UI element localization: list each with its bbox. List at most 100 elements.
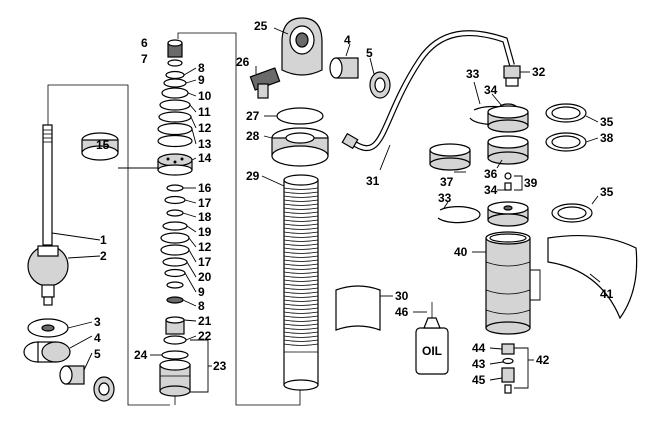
body-thread-line [283, 311, 319, 314]
leaders-center [255, 27, 375, 187]
body-thread-line [283, 323, 319, 326]
oil-bottle-46: OIL [413, 302, 449, 375]
body-thread-line [283, 231, 319, 234]
body-thread-line [283, 295, 319, 298]
callout-16: 16 [198, 181, 212, 195]
callout-9a: 9 [198, 73, 205, 87]
body-thread-line [283, 263, 319, 266]
body-thread-line [283, 211, 319, 214]
callout-17a: 17 [198, 196, 212, 210]
callout-8b: 8 [198, 299, 205, 313]
oil-bottle-label: OIL [422, 344, 442, 358]
body-thread-line [283, 207, 319, 210]
body-thread-line [283, 291, 319, 294]
body-thread-line [283, 199, 319, 202]
leaders-stack [150, 67, 212, 393]
body-thread-line [283, 315, 319, 318]
callout-5: 5 [94, 347, 101, 361]
callout-26: 26 [236, 55, 250, 69]
callout-17b: 17 [198, 255, 212, 269]
body-thread-line [283, 203, 319, 206]
body-thread-line [283, 331, 319, 334]
callout-7: 7 [141, 52, 148, 66]
callout-4b: 4 [344, 33, 351, 47]
callout-14: 14 [198, 151, 212, 165]
body-thread-line [283, 299, 319, 302]
callout-6: 6 [141, 36, 148, 50]
callout-28: 28 [246, 129, 260, 143]
body-thread-line [283, 239, 319, 242]
callout-34b: 34 [484, 183, 498, 197]
body-thread-line [283, 307, 319, 310]
callout-12b: 12 [198, 240, 212, 254]
callout-3: 3 [94, 315, 101, 329]
callout-21: 21 [198, 314, 212, 328]
body-thread-line [283, 235, 319, 238]
body-thread-line [283, 247, 319, 250]
callout-43: 43 [472, 357, 486, 371]
callout-4: 4 [94, 331, 101, 345]
callout-34a: 34 [484, 83, 498, 97]
body-thread-line [283, 327, 319, 330]
callout-42: 42 [536, 353, 550, 367]
leaders-right [443, 71, 601, 389]
callout-29: 29 [246, 169, 260, 183]
callout-46: 46 [395, 305, 409, 319]
valve-stack [157, 39, 193, 405]
body-thread-line [283, 187, 319, 190]
body-thread-line [283, 227, 319, 230]
callout-8a: 8 [198, 61, 205, 75]
callout-13: 13 [198, 137, 212, 151]
damper-shaft-assembly [23, 84, 170, 406]
callout-25: 25 [254, 19, 268, 33]
callout-9b: 9 [198, 285, 205, 299]
callout-40: 40 [454, 245, 468, 259]
callout-19: 19 [198, 225, 212, 239]
callout-32: 32 [532, 65, 546, 79]
callout-45: 45 [472, 373, 486, 387]
callout-24: 24 [134, 348, 148, 362]
hose-31 [341, 30, 515, 171]
body-thread-line [283, 259, 319, 262]
callout-31: 31 [366, 174, 380, 188]
reservoir-assembly [429, 65, 638, 394]
body-thread-line [283, 195, 319, 198]
callout-39: 39 [524, 176, 538, 190]
callout-44: 44 [472, 341, 486, 355]
body-thread-line [283, 339, 319, 342]
body-thread-line [283, 255, 319, 258]
callout-36: 36 [484, 167, 498, 181]
body-thread-line [283, 303, 319, 306]
body-thread-line [283, 283, 319, 286]
body-thread-line [283, 215, 319, 218]
callout-41: 41 [600, 287, 614, 301]
body-thread-line [283, 251, 319, 254]
bracket-stack-body [177, 32, 301, 406]
body-thread-line [283, 287, 319, 290]
leaders-left [51, 143, 101, 371]
decal-30 [335, 285, 393, 331]
body-thread-line [283, 223, 319, 226]
callout-23: 23 [213, 359, 227, 373]
callout-11: 11 [198, 105, 211, 119]
body-thread-line [283, 279, 319, 282]
body-thread-line [283, 319, 319, 322]
callout-30: 30 [395, 289, 409, 303]
body-thread-line [283, 267, 319, 270]
callout-33b: 33 [438, 191, 452, 205]
callout-35b: 35 [600, 185, 614, 199]
callout-33a: 33 [466, 67, 480, 81]
callout-27: 27 [246, 109, 260, 123]
callout-35a: 35 [600, 115, 614, 129]
body-thread-line [283, 335, 319, 338]
callout-12a: 12 [198, 121, 212, 135]
body-thread-line [283, 275, 319, 278]
callout-22: 22 [198, 329, 212, 343]
callout-20: 20 [198, 270, 212, 284]
retaining-band-15 [81, 132, 158, 169]
body-thread-line [283, 343, 319, 346]
callout-18: 18 [198, 210, 212, 224]
callout-5b: 5 [366, 46, 373, 60]
body-thread-line [283, 243, 319, 246]
